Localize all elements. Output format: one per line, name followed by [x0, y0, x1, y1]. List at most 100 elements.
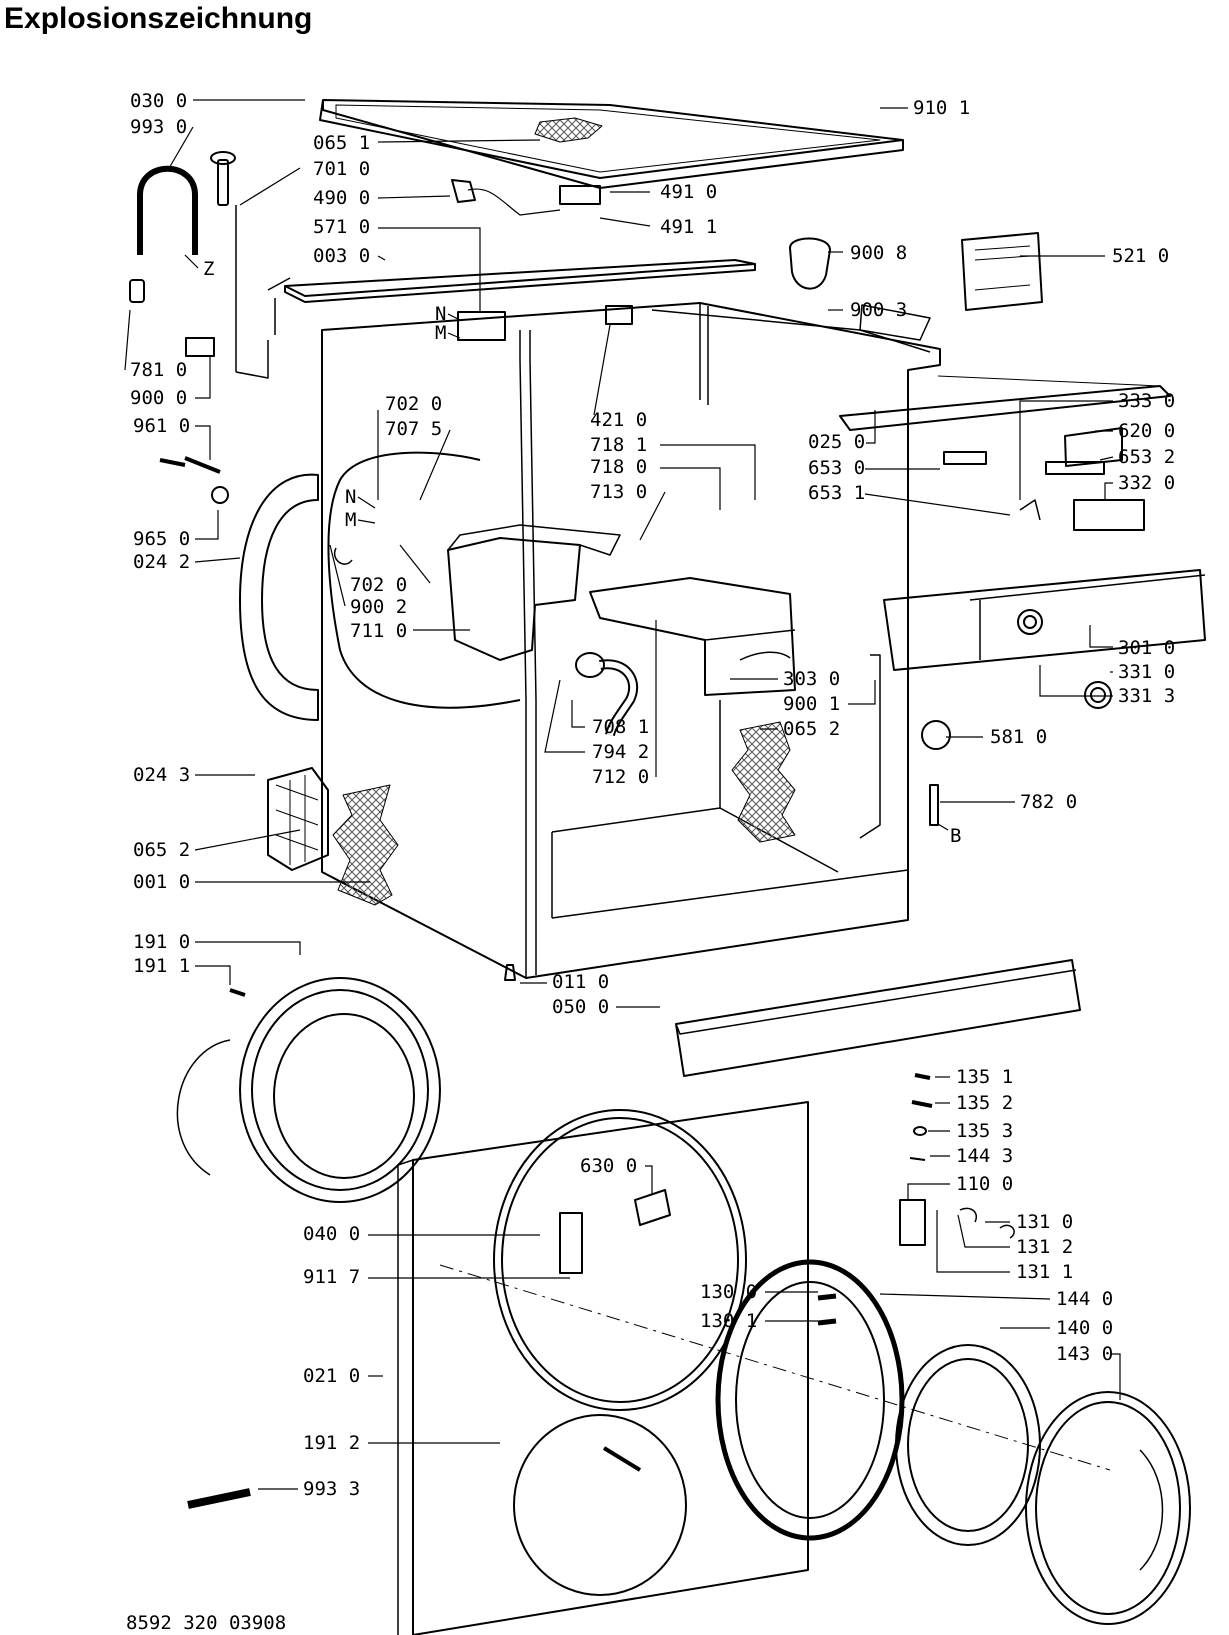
part-label: 001 0 [133, 871, 190, 893]
leader-line [848, 680, 876, 705]
part-label: 794 2 [592, 741, 649, 763]
leader-line [1089, 625, 1113, 648]
leader-line [544, 679, 585, 753]
gasket-frame [239, 473, 319, 721]
letter-marker: B [950, 825, 961, 847]
part-label: 065 1 [313, 132, 370, 154]
leader-line [864, 493, 1011, 516]
leader-line [195, 965, 231, 985]
part-label: 571 0 [313, 216, 370, 238]
part-label: 900 2 [350, 596, 407, 618]
part-label: 301 0 [1118, 637, 1175, 659]
leader-line [879, 1293, 1051, 1300]
leader-line [124, 309, 131, 371]
part-label: 144 0 [1056, 1288, 1113, 1310]
leader-line [1019, 400, 1113, 500]
part-label: 491 0 [660, 181, 717, 203]
part-label: 421 0 [590, 409, 647, 431]
leader-line [957, 1214, 1010, 1248]
leader-line [194, 557, 241, 563]
part-label: 653 2 [1118, 446, 1175, 468]
part-label: 702 0 [385, 393, 442, 415]
letter-marker: M [345, 509, 356, 531]
part-label: 521 0 [1112, 245, 1169, 267]
top-cover-plate [319, 99, 904, 179]
part-label: 135 1 [956, 1066, 1013, 1088]
part-label: 131 2 [1016, 1236, 1073, 1258]
door-glass [895, 1344, 1041, 1546]
leader-line [377, 255, 386, 261]
back-panel [267, 767, 329, 871]
letter-marker: N [345, 486, 356, 508]
part-label: 131 1 [1016, 1261, 1073, 1283]
part-label: 993 0 [130, 116, 187, 138]
diagram-title: Explosionszeichnung [4, 2, 313, 35]
leader-line [645, 1165, 653, 1195]
part-label: 490 0 [313, 187, 370, 209]
leader-line [571, 700, 585, 728]
part-label: 900 8 [850, 242, 907, 264]
leader-line [639, 491, 666, 541]
line-art [129, 99, 1206, 1635]
part-label: 900 1 [783, 693, 840, 715]
part-label: 653 0 [808, 457, 865, 479]
front-panel [412, 1101, 809, 1635]
part-label: 050 0 [552, 996, 609, 1018]
part-label: 331 3 [1118, 685, 1175, 707]
hatch-side-left [332, 784, 399, 906]
part-label: 130 0 [700, 1281, 757, 1303]
part-label: 911 7 [303, 1266, 360, 1288]
leader-line [419, 429, 451, 501]
part-label: 581 0 [990, 726, 1047, 748]
leader-line [660, 444, 756, 500]
door-frame [715, 1259, 905, 1541]
leader-line [447, 332, 461, 339]
leader-line [866, 410, 876, 444]
letter-marker: Z [203, 258, 214, 280]
part-label: 135 3 [956, 1120, 1013, 1142]
part-label: 140 0 [1056, 1317, 1113, 1339]
part-label: 333 0 [1118, 390, 1175, 412]
part-label: 630 0 [580, 1155, 637, 1177]
leader-line [660, 467, 721, 510]
part-label: 065 2 [783, 718, 840, 740]
part-label: 025 0 [808, 431, 865, 453]
part-label: 900 3 [850, 299, 907, 321]
leader-line [399, 544, 431, 584]
leader-line [194, 829, 301, 851]
part-label: 701 0 [313, 158, 370, 180]
leader-line [593, 324, 611, 416]
leader-line [1099, 456, 1114, 461]
part-label: 143 0 [1056, 1343, 1113, 1365]
cabinet-body [321, 302, 941, 979]
part-label: 900 0 [130, 387, 187, 409]
outer-door [1025, 1391, 1191, 1625]
part-label: 711 0 [350, 620, 407, 642]
leader-line [599, 217, 651, 227]
part-label: 303 0 [783, 668, 840, 690]
part-label: 910 1 [913, 97, 970, 119]
leader-line [167, 126, 194, 171]
part-label: 718 0 [590, 456, 647, 478]
part-label: 144 3 [956, 1145, 1013, 1167]
part-label: 130 1 [700, 1310, 757, 1332]
part-label: 712 0 [592, 766, 649, 788]
part-label: 961 0 [133, 415, 190, 437]
leader-line [1104, 482, 1113, 500]
part-label: 620 0 [1118, 420, 1175, 442]
leader-line [239, 167, 301, 206]
leader-line [195, 356, 211, 399]
hatch-side-right [731, 721, 796, 843]
control-panel [883, 569, 1206, 671]
dispenser-housing [447, 537, 581, 661]
leader-line [195, 510, 219, 540]
part-label: 024 3 [133, 764, 190, 786]
hatch-patch-top [534, 117, 603, 143]
leader-line [378, 227, 481, 312]
part-label: 040 0 [303, 1223, 360, 1245]
part-label: 993 3 [303, 1478, 360, 1500]
part-label: 135 2 [956, 1092, 1013, 1114]
dispenser-drawer [589, 577, 796, 696]
kick-plate [675, 959, 1081, 1077]
